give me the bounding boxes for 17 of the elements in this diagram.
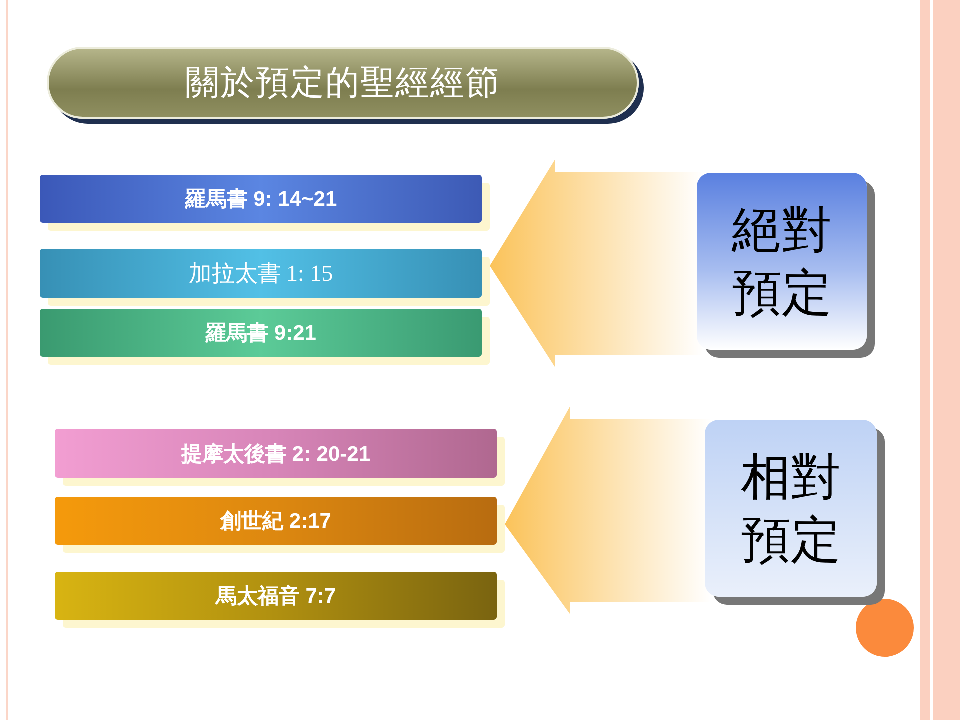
node-label: 提摩太後書 2: 20-21 (181, 442, 371, 468)
category-box (705, 420, 877, 597)
node-label: 絕對預定 (730, 200, 833, 324)
verse-bar (40, 175, 482, 223)
node-label: 加拉太書 1: 15 (188, 260, 334, 288)
title-text: 關於預定的聖經經節 (186, 62, 500, 105)
node-label: 羅馬書 9:21 (206, 321, 316, 347)
node-label: 創世紀 2:17 (220, 509, 332, 535)
verse-bar (55, 497, 497, 545)
node-label: 馬太福音 7:7 (216, 584, 336, 610)
node-label: 羅馬書 9: 14~21 (184, 187, 338, 213)
verse-bar (55, 572, 497, 620)
node-label: 相對預定 (740, 447, 842, 570)
verse-bar (55, 429, 497, 478)
category-box (697, 173, 867, 350)
verse-bar (40, 249, 482, 298)
verse-bar (40, 309, 482, 357)
